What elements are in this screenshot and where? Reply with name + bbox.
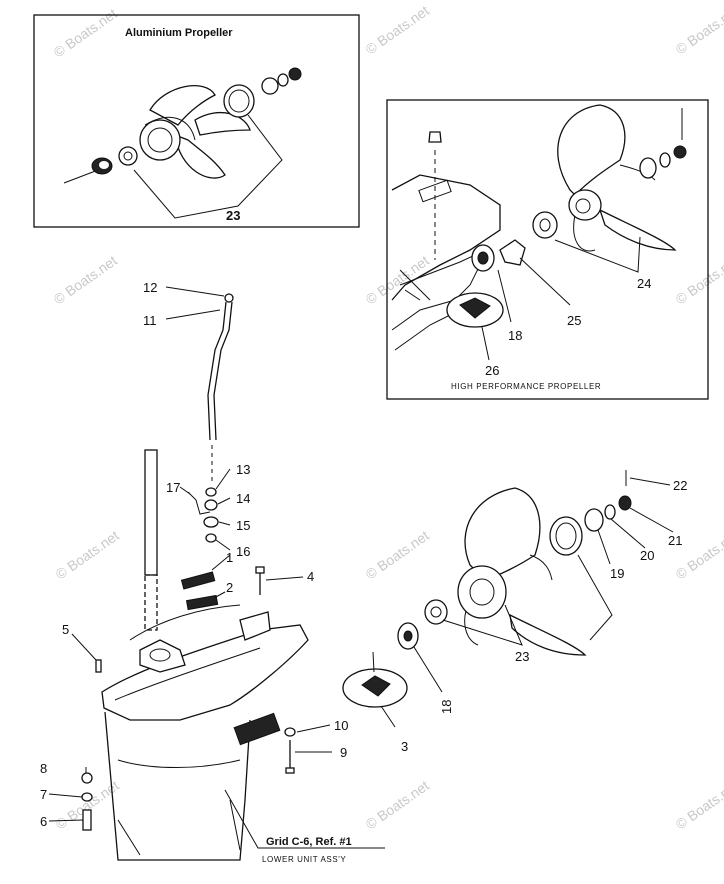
bushing-part xyxy=(424,599,448,625)
spacer-part xyxy=(604,504,616,520)
high-performance-caption: HIGH PERFORMANCE PROPELLER xyxy=(451,382,601,391)
high-performance-box-frame xyxy=(386,99,709,400)
spline-adapter-part xyxy=(499,239,526,266)
seal-part xyxy=(203,516,219,528)
callout-8: 8 xyxy=(40,761,47,776)
washer-part xyxy=(284,727,296,737)
watermark: © Boats.net xyxy=(673,252,724,307)
callout-23: 23 xyxy=(226,208,240,223)
spacer-part xyxy=(205,533,217,543)
clip-part xyxy=(187,491,211,515)
washer-part xyxy=(81,792,93,802)
callout-15: 15 xyxy=(236,518,250,533)
castle-nut-part xyxy=(673,145,687,159)
watermark: © Boats.net xyxy=(363,777,432,832)
callout-11: 11 xyxy=(143,313,157,328)
callout-6: 6 xyxy=(40,814,47,829)
lower-unit-caption: LOWER UNIT ASS'Y xyxy=(262,855,346,864)
callout-2: 2 xyxy=(226,580,233,595)
aluminium-box-frame xyxy=(33,14,360,228)
watermark: © Boats.net xyxy=(51,5,120,60)
washer-part xyxy=(261,77,279,95)
washer-part xyxy=(659,152,671,168)
propeller-part xyxy=(457,487,587,656)
high-performance-propeller-box: 24 25 18 26 HIGH PERFORMANCE PROPELLER xyxy=(386,99,709,400)
callout-23: 23 xyxy=(515,649,529,664)
gearcase-housing-part xyxy=(101,604,309,861)
leader-line xyxy=(497,269,512,323)
washer-part xyxy=(584,508,604,532)
leader-lines xyxy=(48,286,674,849)
bushing-part xyxy=(532,211,558,239)
aluminium-propeller-box: Aluminium Propeller 23 xyxy=(33,14,360,228)
watermark: © Boats.net xyxy=(673,2,724,57)
leader-line xyxy=(133,114,283,219)
dowel-pin-part xyxy=(180,571,216,590)
callout-18: 18 xyxy=(508,328,522,343)
shaft-line xyxy=(63,169,99,184)
callout-25: 25 xyxy=(567,313,581,328)
callout-17: 17 xyxy=(166,480,180,495)
leader-line xyxy=(481,326,490,361)
thrust-washer-part xyxy=(118,146,138,166)
shift-rod-end-part xyxy=(224,293,234,303)
screw-head-part xyxy=(81,772,93,784)
watermark: © Boats.net xyxy=(363,527,432,582)
watermark: © Boats.net xyxy=(53,527,122,582)
anode-part xyxy=(446,292,504,328)
callout-24: 24 xyxy=(637,276,651,291)
anode-part xyxy=(342,668,408,708)
screw-part xyxy=(82,809,92,831)
main-callouts: 12 11 13 17 14 15 16 1 2 4 5 8 7 6 10 9 … xyxy=(40,280,687,829)
grid-reference: Grid C-6, Ref. #1 xyxy=(266,836,352,848)
callout-7: 7 xyxy=(40,787,47,802)
aluminium-propeller-part xyxy=(139,85,251,179)
callout-4: 4 xyxy=(307,569,314,584)
shift-rod-part xyxy=(207,301,227,441)
washer-part xyxy=(204,499,218,511)
watermark: © Boats.net xyxy=(363,2,432,57)
dowel-pin-part xyxy=(185,594,219,611)
drive-shaft-part xyxy=(144,449,158,631)
watermark: © Boats.net xyxy=(673,777,724,832)
callout-1: 1 xyxy=(226,550,233,565)
leader-line xyxy=(554,236,641,273)
bolt-part xyxy=(255,566,265,595)
aluminium-box-title: Aluminium Propeller xyxy=(125,27,233,39)
watermark: © Boats.net xyxy=(51,252,120,307)
spacer-part xyxy=(277,73,289,87)
grommet-part xyxy=(205,487,217,497)
leader-line xyxy=(519,257,571,306)
callout-13: 13 xyxy=(236,462,250,477)
castle-nut-part xyxy=(618,495,632,511)
callout-22: 22 xyxy=(673,478,687,493)
plug-part xyxy=(95,659,102,673)
callout-10: 10 xyxy=(334,718,348,733)
shift-rod-assembly xyxy=(187,293,234,543)
castle-nut-part xyxy=(288,67,302,81)
rubber-bushing-part xyxy=(549,516,583,556)
callout-12: 12 xyxy=(143,280,157,295)
thrust-washer-part xyxy=(639,157,657,179)
callout-26: 26 xyxy=(485,363,499,378)
high-performance-propeller-part xyxy=(557,104,677,252)
callout-5: 5 xyxy=(62,622,69,637)
callout-21: 21 xyxy=(668,533,682,548)
callout-18: 18 xyxy=(439,700,454,714)
callout-9: 9 xyxy=(340,745,347,760)
watermark: © Boats.net xyxy=(363,252,432,307)
bolt-part xyxy=(285,740,295,774)
callout-19: 19 xyxy=(610,566,624,581)
callout-3: 3 xyxy=(401,739,408,754)
callout-16: 16 xyxy=(236,544,250,559)
callout-14: 14 xyxy=(236,491,250,506)
gearcase-fragment-part xyxy=(391,131,501,351)
callout-20: 20 xyxy=(640,548,654,563)
